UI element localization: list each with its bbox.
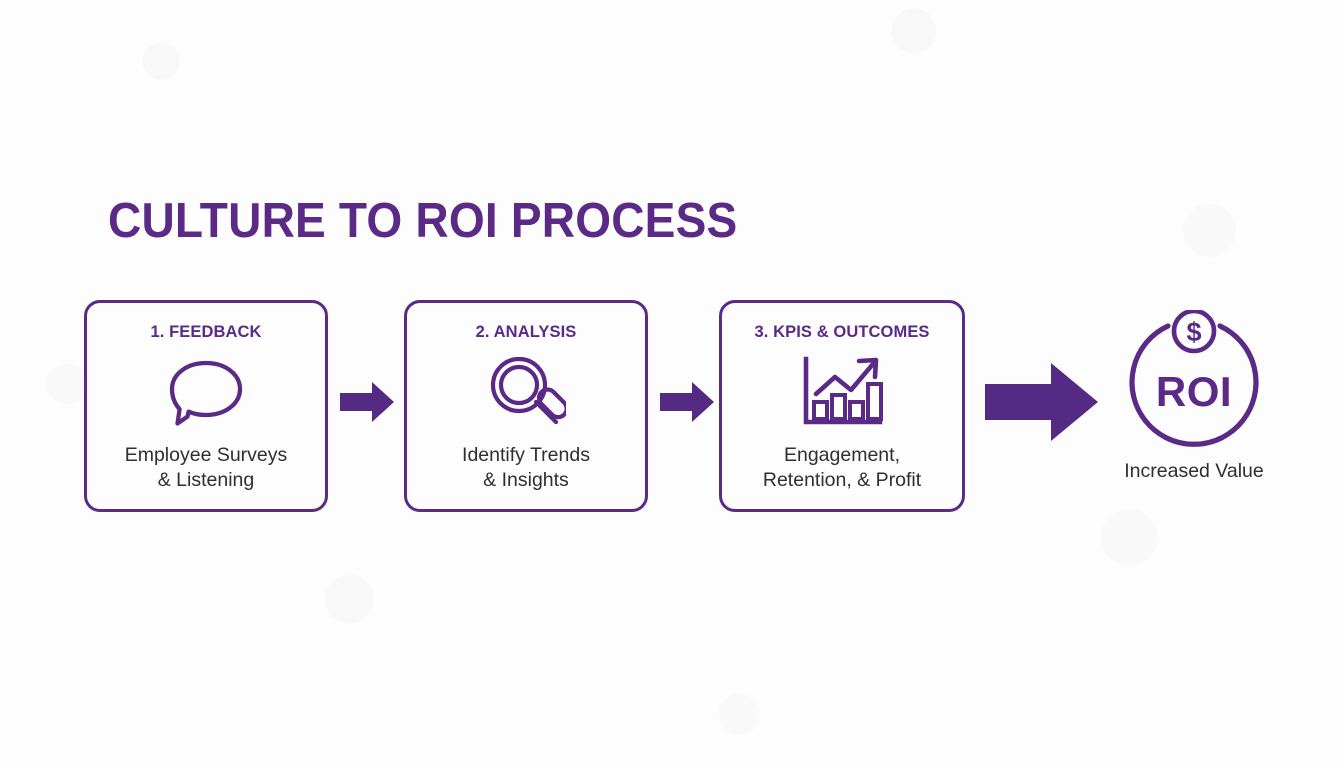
step-heading: 3. KPIS & OUTCOMES [754,323,930,341]
step-description: Employee Surveys & Listening [124,444,288,491]
arrow-step3-to-roi [985,362,1098,442]
page-title: CULTURE TO ROI PROCESS [108,193,738,248]
step-heading: 1. FEEDBACK [150,323,262,341]
roi-outcome: $ ROI Increased Value [1108,310,1280,492]
svg-text:$: $ [1186,317,1201,347]
step-description: Engagement, Retention, & Profit [762,444,922,491]
magnifying-glass-icon [407,342,645,443]
roi-label: ROI [1155,368,1233,415]
step-heading: 2. ANALYSIS [475,323,577,341]
arrow-step2-to-step3 [660,381,714,423]
process-step-card-kpis: 3. KPIS & OUTCOMES Engagement, Retention… [719,300,965,512]
process-step-card-feedback: 1. FEEDBACK Employee Surveys & Listening [84,300,328,512]
speech-bubble-icon [87,342,325,443]
step-description: Identify Trends & Insights [462,444,590,491]
bar-chart-growth-icon [722,342,962,443]
process-step-card-analysis: 2. ANALYSIS Identify Trends & Insights [404,300,648,512]
roi-caption: Increased Value [1124,460,1264,482]
arrow-step1-to-step2 [340,381,394,423]
